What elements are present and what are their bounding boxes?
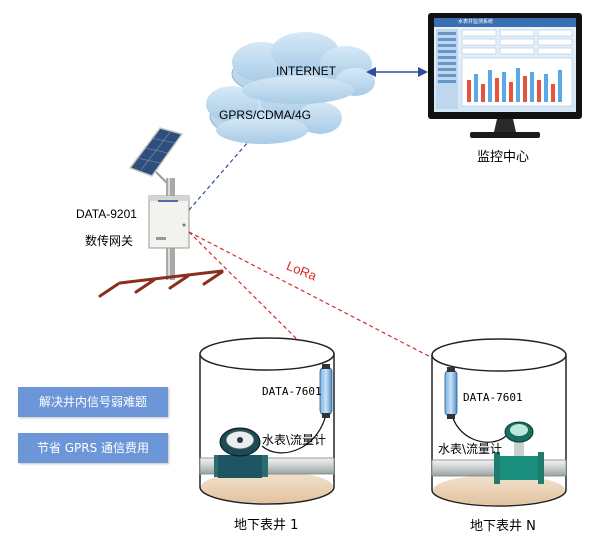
uplink-line [188, 141, 249, 211]
internet-cloud-label: INTERNET [276, 64, 336, 78]
well-1 [199, 337, 335, 505]
well-1-meter-label: 水表\流量计 [262, 433, 327, 447]
monitor-mini-chart [467, 68, 562, 102]
gprs-cloud-label: GPRS/CDMA/4G [219, 108, 312, 122]
monitor [428, 13, 582, 138]
well-n [431, 338, 567, 507]
well-n-sensor-label: DATA-7601 [463, 391, 523, 404]
gateway-model-label: DATA-9201 [76, 207, 137, 221]
callout-signal: 解决井内信号弱难题 [18, 387, 168, 417]
gateway-name-label: 数传网关 [85, 234, 134, 248]
callout-cost: 节省 GPRS 通信费用 [18, 433, 168, 463]
well-1-sensor-label: DATA-7601 [262, 385, 322, 398]
well-n-name: 地下表井 N [470, 519, 536, 534]
monitor-screen-title: 水表井监测系统 [458, 19, 494, 25]
monitor-center-label: 监控中心 [477, 150, 530, 165]
well-1-name: 地下表井 1 [234, 518, 299, 533]
lora-line-n [188, 231, 447, 366]
well-n-meter-label: 水表\流量计 [438, 442, 503, 456]
uplink-arrow [366, 67, 428, 77]
internet-cloud [231, 32, 375, 104]
solar-gateway [98, 127, 224, 298]
